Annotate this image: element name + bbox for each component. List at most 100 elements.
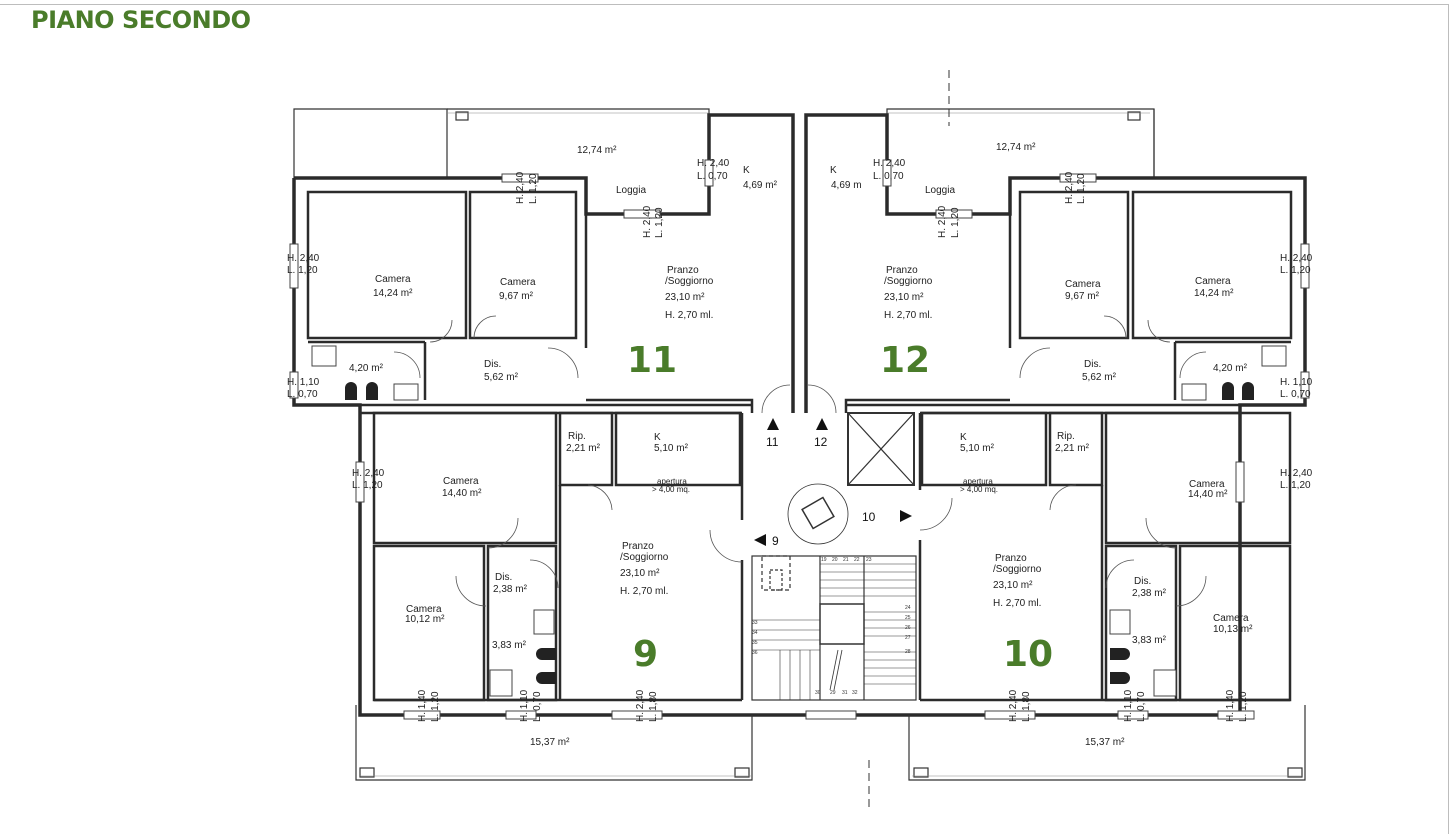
room-label: Camera (406, 604, 442, 615)
area-label: 14,24 m² (373, 288, 413, 299)
room-label: Pranzo (667, 265, 699, 276)
room-label: Dis. (1084, 359, 1101, 370)
area-label: 5,10 m² (654, 443, 689, 454)
arrow-right-icon (900, 510, 912, 522)
window-label: H. 2,40 (1280, 468, 1313, 479)
stair-core (751, 412, 917, 701)
stair-number: 23 (866, 557, 872, 563)
window-label: L. 1,20 (430, 691, 441, 722)
window-label: L. 1,20 (654, 207, 665, 238)
window-label: L. 0,70 (697, 171, 728, 182)
arrow-up-icon (767, 418, 779, 430)
window-label: L. 1,80 (1021, 691, 1032, 722)
room-label: K (960, 432, 967, 443)
terrace-area-label: 15,37 m² (530, 737, 570, 748)
room-label: Dis. (1134, 576, 1151, 587)
stair-number: 19 (821, 557, 827, 563)
area-label: 10,12 m² (405, 614, 445, 625)
stair-number: 22 (854, 557, 860, 563)
stair-number: 24 (905, 605, 911, 611)
window-label: H. 2,40 (1008, 689, 1019, 722)
entrance-label: 10 (862, 510, 876, 524)
area-label: 3,83 m² (1132, 635, 1167, 646)
window-label: L. 1,80 (648, 691, 659, 722)
area-label: 4,20 m² (349, 363, 384, 374)
room-label: /Soggiorno (884, 276, 933, 287)
unit-number: 10 (1003, 634, 1053, 675)
window-label: L. 1,20 (1076, 173, 1087, 204)
stair-number: 25 (905, 615, 911, 621)
arrow-left-icon (754, 534, 766, 546)
stair-number: 29 (830, 690, 836, 696)
room-label: /Soggiorno (993, 564, 1042, 575)
window-label: H. 2,40 (635, 689, 646, 722)
window-label: H. 2,40 (937, 205, 948, 238)
room-label: Loggia (925, 185, 955, 196)
window-label: L. 1,20 (950, 207, 961, 238)
area-label: 14,40 m² (442, 488, 482, 499)
window-label: L. 0,70 (1280, 389, 1311, 400)
stair-number: 26 (905, 625, 911, 631)
area-label: 4,69 m (831, 180, 862, 191)
window-label: H. 1,10 (287, 377, 320, 388)
stair-step-numbers: 19 20 21 22 23 24 25 26 27 28 29 30 31 3… (752, 557, 911, 696)
area-label: 3,83 m² (492, 640, 527, 651)
height-label: H. 2,70 ml. (665, 310, 713, 321)
stair-number: 35 (752, 640, 758, 646)
note-label: apertura (657, 477, 687, 486)
room-label: Rip. (1057, 431, 1075, 442)
area-label: 2,38 m² (493, 584, 528, 595)
room-label: Rip. (568, 431, 586, 442)
window-label: L. 1,20 (287, 265, 318, 276)
window-label: L. 0,70 (287, 389, 318, 400)
room-label: Camera (1195, 276, 1231, 287)
window-label: L. 0,70 (1136, 691, 1147, 722)
window-label: H. 2,40 (1064, 171, 1075, 204)
south-terraces (355, 705, 1306, 781)
area-label: 2,38 m² (1132, 588, 1167, 599)
room-label: Camera (500, 277, 536, 288)
room-label: Pranzo (995, 553, 1027, 564)
entrance-label: 11 (766, 435, 779, 449)
sanitary-fixtures (311, 345, 1287, 697)
labels: 12,74 m² 12,74 m² 15,37 m² 15,37 m² Logg… (287, 142, 1313, 748)
room-label: Pranzo (622, 541, 654, 552)
window-label: H. 1,10 (519, 689, 530, 722)
window-label: H. 2,40 (697, 158, 730, 169)
area-label: 5,10 m² (960, 443, 995, 454)
stair-number: 27 (905, 635, 911, 641)
stair-number: 32 (852, 690, 858, 696)
room-label: /Soggiorno (665, 276, 714, 287)
page-frame (0, 4, 1449, 834)
window-label: H. 2,40 (515, 171, 526, 204)
window-label: L. 1,20 (352, 480, 383, 491)
axis-marks (868, 70, 950, 808)
arrow-up-icon (816, 418, 828, 430)
unit-number: 11 (627, 340, 677, 381)
window-label: H. 2,40 (642, 205, 653, 238)
area-label: 23,10 m² (665, 292, 705, 303)
stair-number: 33 (752, 620, 758, 626)
window-label: L. 0,70 (873, 171, 904, 182)
area-label: 5,62 m² (1082, 372, 1117, 383)
height-label: H. 2,70 ml. (620, 586, 668, 597)
page-title: PIANO SECONDO (31, 6, 251, 34)
room-label: Loggia (616, 185, 646, 196)
room-label: Camera (443, 476, 479, 487)
terrace-area-label: 12,74 m² (996, 142, 1036, 153)
height-label: H. 2,70 ml. (884, 310, 932, 321)
room-label: Camera (1065, 279, 1101, 290)
area-label: 23,10 m² (993, 580, 1033, 591)
area-label: 9,67 m² (1065, 291, 1100, 302)
area-label: 2,21 m² (566, 443, 601, 454)
stair-number: 20 (832, 557, 838, 563)
room-label: Dis. (495, 572, 512, 583)
outer-walls (292, 113, 1307, 717)
area-label: 23,10 m² (620, 568, 660, 579)
area-label: 5,62 m² (484, 372, 519, 383)
entrance-label: 12 (814, 435, 828, 449)
unit-number: 9 (633, 634, 658, 675)
area-label: 14,24 m² (1194, 288, 1234, 299)
note-label: apertura (963, 477, 993, 486)
